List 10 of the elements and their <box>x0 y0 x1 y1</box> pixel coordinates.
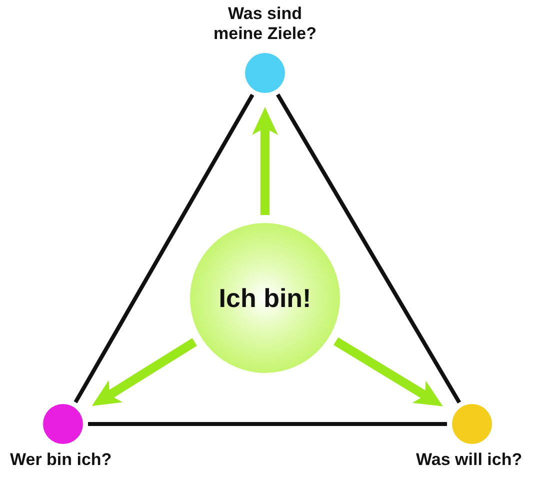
connector-line <box>276 93 462 404</box>
node-label: Was sind meine Ziele? <box>212 4 318 44</box>
connector-line <box>88 422 447 426</box>
node-label: Was will ich? <box>416 450 524 470</box>
connector-line <box>74 94 254 404</box>
node-label: Wer bin ich? <box>10 450 113 470</box>
arrow <box>92 338 197 406</box>
arrow <box>334 337 443 406</box>
arrow <box>252 107 278 215</box>
center-label: Ich bin! <box>218 282 312 314</box>
